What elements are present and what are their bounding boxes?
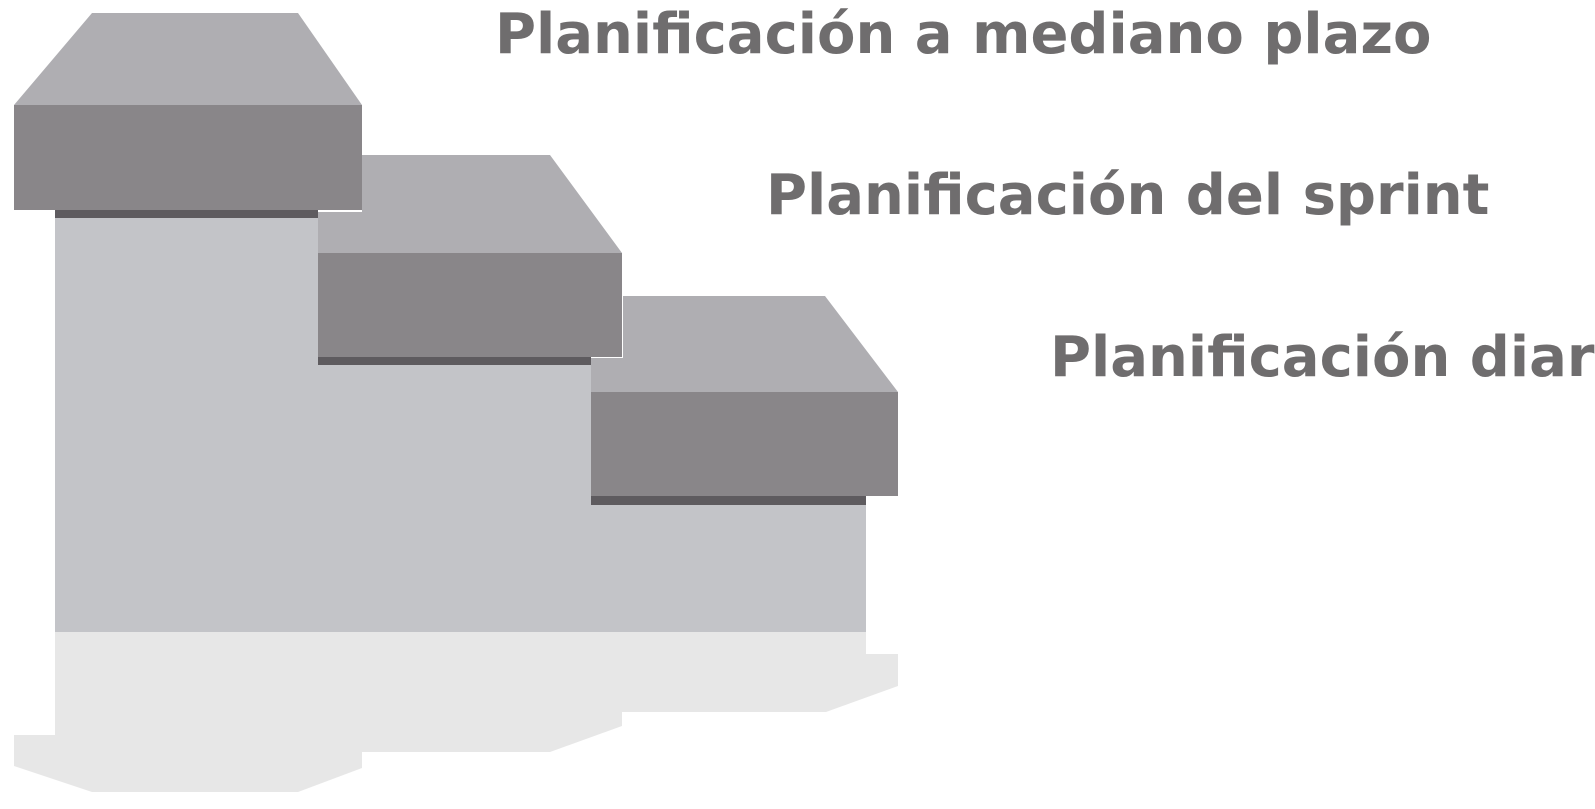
step-3-front bbox=[591, 392, 898, 496]
step-2-top bbox=[318, 155, 622, 253]
staircase-body bbox=[55, 210, 866, 632]
step-1-edge bbox=[55, 210, 318, 218]
step-1-top bbox=[14, 13, 362, 105]
step-3-label: Planificación diaria bbox=[1050, 325, 1595, 390]
step-1-label: Planificación a mediano plazo bbox=[495, 2, 1432, 67]
step-1-front bbox=[14, 105, 362, 210]
staircase-reflection bbox=[14, 632, 898, 792]
step-2-front bbox=[318, 253, 622, 357]
step-2-edge bbox=[318, 357, 591, 365]
step-2-label: Planificación del sprint bbox=[766, 163, 1490, 228]
step-3-top bbox=[591, 296, 898, 392]
step-3-edge bbox=[591, 496, 866, 505]
